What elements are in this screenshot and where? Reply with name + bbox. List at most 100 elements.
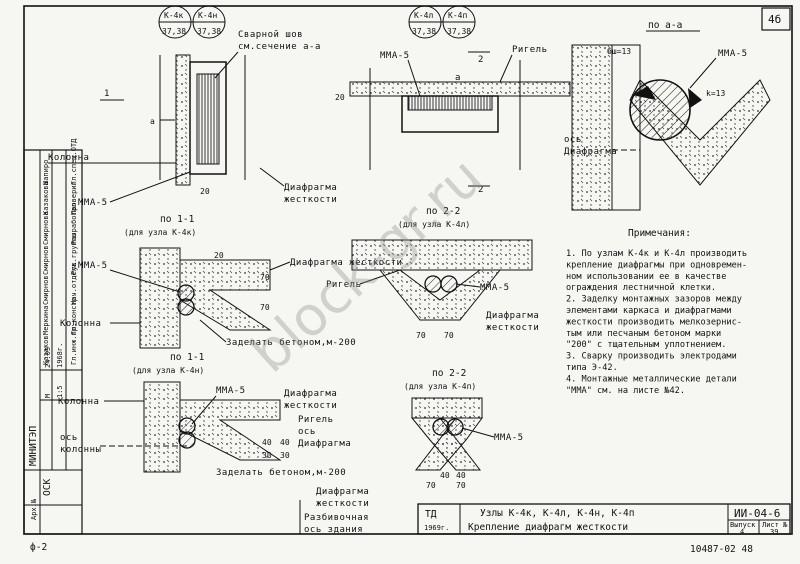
svg-text:ММА-5: ММА-5 — [380, 51, 410, 61]
note-line: жесткости производить мелкозернис- — [566, 317, 742, 327]
svg-text:ММА-5: ММА-5 — [78, 198, 108, 208]
svg-text:70: 70 — [444, 331, 454, 340]
note-line: 2. Заделку монтажных зазоров между — [566, 295, 742, 305]
svg-text:жесткости: жесткости — [316, 499, 369, 509]
svg-text:по 2-2: по 2-2 — [426, 206, 460, 217]
svg-text:70: 70 — [456, 481, 466, 490]
svg-text:а: а — [150, 117, 155, 126]
svg-text:k=13: k=13 — [706, 89, 725, 98]
svg-text:ММА-5: ММА-5 — [78, 261, 108, 271]
note-line: ном использовании ее в качестве — [566, 272, 726, 282]
note-line: типа Э-42. — [566, 363, 618, 373]
stamp-role: Гл.констр. — [70, 293, 78, 335]
plan-view-left: а 20 1 — [100, 54, 246, 196]
svg-text:ММА-5: ММА-5 — [480, 283, 510, 293]
svg-text:Лист №: Лист № — [762, 521, 788, 529]
stamp-scale-label: М — [44, 394, 52, 398]
section-aa: по а-а бш=13 k=13 ММА-5 ось Диафрагма — [564, 20, 771, 211]
svg-text:Диафрагма: Диафрагма — [284, 389, 337, 399]
note-line: тым или песчаным бетоном марки — [566, 328, 721, 339]
svg-text:а: а — [455, 73, 461, 83]
sheet-id-box: 4б — [768, 13, 781, 26]
svg-text:37,38: 37,38 — [447, 27, 471, 36]
left-stamp: Арх.№ МИНИТЭП ОСК М 1:5 24.05 1968г. Гл.… — [23, 138, 83, 535]
title-line2: Крепление диафрагм жесткости — [468, 522, 628, 533]
svg-text:40: 40 — [456, 471, 466, 480]
svg-text:ММА-5: ММА-5 — [216, 386, 246, 396]
section-ref: см.сечение а-а — [238, 42, 321, 52]
stamp-name: Смирнов — [42, 245, 50, 275]
year: 1969г. — [424, 524, 449, 532]
svg-text:жесткости: жесткости — [284, 401, 337, 411]
stamp-role: Рук.группы — [70, 233, 78, 275]
svg-text:Диафрагма: Диафрагма — [564, 147, 617, 157]
stamp-dept: ОСК — [42, 479, 53, 496]
svg-text:Выпуск: Выпуск — [730, 521, 756, 529]
svg-text:Ригель: Ригель — [512, 45, 548, 55]
note-line: крепление диафрагмы при одновремен- — [566, 260, 747, 270]
svg-text:по а-а: по а-а — [648, 20, 682, 31]
svg-text:20: 20 — [200, 187, 210, 196]
svg-text:37,38: 37,38 — [412, 27, 436, 36]
bottom-left-mark: ф-2 — [30, 542, 47, 553]
stamp-role: Проверил — [70, 181, 78, 215]
svg-text:Диафрагма: Диафрагма — [316, 487, 369, 497]
svg-text:(для узла К-4л): (для узла К-4л) — [398, 220, 470, 229]
svg-text:2: 2 — [478, 55, 484, 65]
svg-text:К-4к: К-4к — [164, 11, 183, 20]
section-11-k4n: по 1-1 (для узла К-4н) 40 30 40 30 — [132, 352, 290, 473]
stamp-role: Гл.инж.пр. — [70, 323, 78, 365]
svg-text:Диафрагма: Диафрагма — [298, 439, 351, 449]
org-mark: ТД — [425, 509, 437, 520]
svg-text:Колонна: Колонна — [58, 397, 99, 407]
svg-text:Разбивочная: Разбивочная — [304, 512, 369, 523]
note-line: "ММА" см. на листе №42. — [566, 386, 685, 396]
stamp-date: 24.05 — [44, 347, 52, 368]
svg-text:Ригель: Ригель — [326, 280, 362, 290]
svg-text:70: 70 — [416, 331, 426, 340]
svg-text:20: 20 — [335, 93, 345, 102]
title-line1: Узлы К-4к, К-4л, К-4н, К-4п — [480, 508, 634, 519]
sheet-code: ИИ-04-6 — [734, 507, 780, 520]
svg-text:ось: ось — [564, 135, 582, 145]
svg-text:40: 40 — [280, 438, 290, 447]
notes-header: Примечания: — [628, 228, 691, 239]
svg-text:жесткости: жесткости — [284, 195, 337, 205]
section-22-k4l: по 2-2 (для узла К-4л) 70 70 — [351, 206, 533, 340]
note-line: 4. Монтажные металлические детали — [566, 374, 737, 384]
svg-text:ось: ось — [60, 433, 78, 443]
stamp-name: Смирнов — [42, 275, 50, 305]
svg-text:70: 70 — [426, 481, 436, 490]
svg-text:70: 70 — [260, 273, 270, 282]
svg-text:по 2-2: по 2-2 — [432, 368, 466, 379]
svg-text:ММА-5: ММА-5 — [494, 433, 524, 443]
stamp-date-year: 1968г. — [56, 343, 64, 368]
note-line: ограждения лестничной клетки. — [566, 283, 716, 293]
svg-text:Колонна: Колонна — [48, 153, 89, 163]
svg-text:Диафрагма: Диафрагма — [284, 183, 337, 193]
node-bubbles-left: К-4к К-4н 37,38 37,38 — [158, 5, 226, 39]
stamp-name: Казакова — [42, 181, 50, 215]
svg-text:(для узла К-4н): (для узла К-4н) — [132, 366, 204, 375]
stamp-name: Казаков — [42, 335, 50, 365]
weld-label: Сварной шов — [238, 30, 303, 40]
stamp-arch: Арх.№ — [30, 498, 38, 520]
svg-text:(для узла К-4к): (для узла К-4к) — [124, 228, 196, 237]
stamp-role: Разработал — [70, 203, 78, 245]
svg-text:ось: ось — [298, 427, 316, 437]
stamp-name: Меркина — [42, 305, 50, 335]
stamp-name: Смирнова — [42, 211, 50, 245]
svg-text:Ригель: Ригель — [298, 415, 334, 425]
svg-text:ММА-5: ММА-5 — [718, 49, 748, 59]
svg-text:К-4н: К-4н — [198, 11, 217, 20]
note-line: 1. По узлам К-4к и К-4л производить — [566, 249, 747, 259]
stamp-role: Нач.отдела — [70, 263, 78, 305]
svg-text:бш=13: бш=13 — [607, 46, 631, 56]
svg-text:2: 2 — [478, 185, 484, 195]
note-line: элементами каркаса и диафрагмами — [566, 306, 732, 316]
svg-text:1: 1 — [104, 89, 110, 99]
svg-text:по 1-1: по 1-1 — [170, 352, 205, 363]
svg-text:70: 70 — [260, 303, 270, 312]
svg-text:37,38: 37,38 — [162, 27, 186, 36]
svg-text:Заделать бетоном,м-200: Заделать бетоном,м-200 — [216, 467, 346, 478]
